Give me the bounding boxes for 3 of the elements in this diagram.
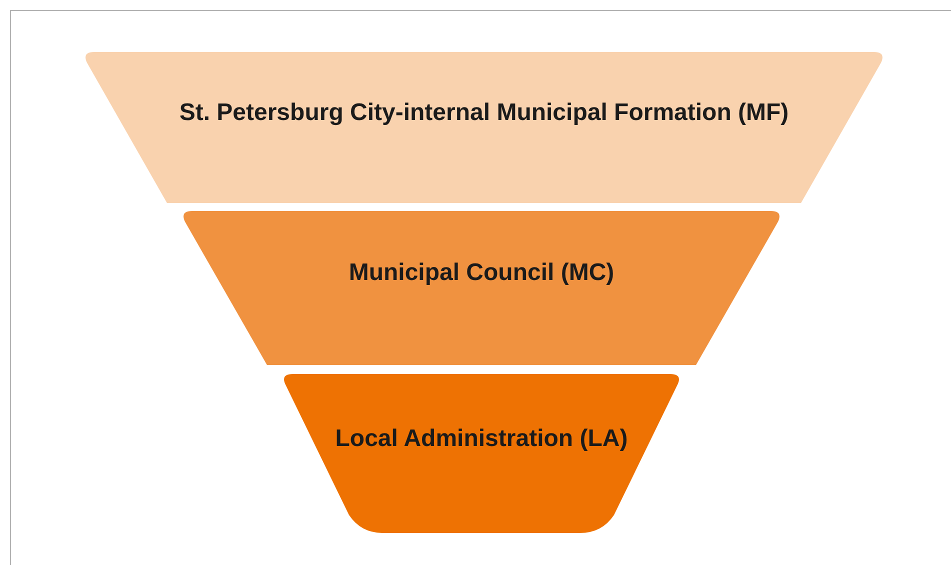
level-label: St. Petersburg City-internal Municipal Formation (MF) — [178, 98, 790, 128]
level-label: Municipal Council (MC) — [348, 258, 616, 288]
level-label: Local Administration (LA) — [334, 424, 629, 454]
